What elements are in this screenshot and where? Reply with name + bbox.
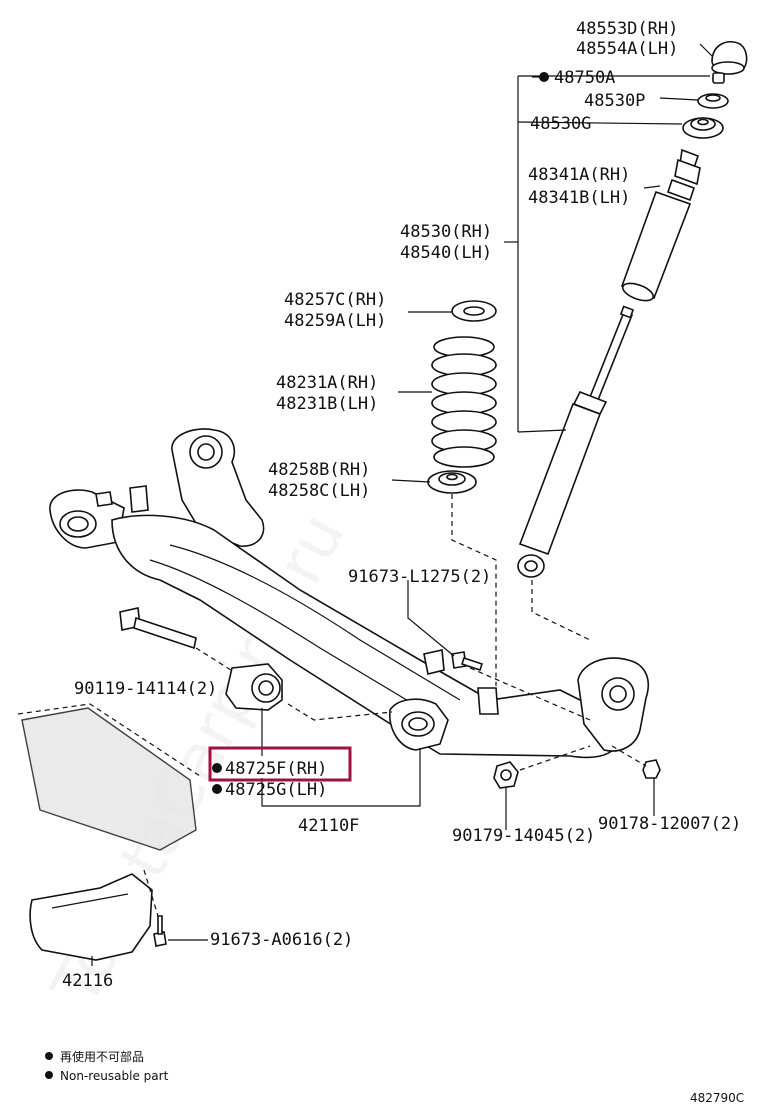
fasteners <box>119 607 661 947</box>
legend-dot <box>45 1052 53 1060</box>
legend-line-en: Non-reusable part <box>60 1069 169 1083</box>
leader-lines <box>91 43 713 966</box>
non-reusable-dot <box>539 72 549 82</box>
label-48554A: 48554A(LH) <box>576 39 678 59</box>
part-labels: 48553D(RH) 48554A(LH) 48750A 48530P 4853… <box>62 19 741 991</box>
legend: 再使用不可部品 Non-reusable part <box>45 1049 169 1083</box>
label-48258C: 48258C(LH) <box>268 481 370 501</box>
label-48725G: 48725G(LH) <box>225 780 327 800</box>
label-48530P: 48530P <box>584 91 645 111</box>
legend-line-jp: 再使用不可部品 <box>60 1049 144 1064</box>
label-48259A: 48259A(LH) <box>284 311 386 331</box>
label-91673-L1275: 91673-L1275(2) <box>348 567 491 587</box>
label-90119: 90119-14114(2) <box>74 679 217 699</box>
label-48553D: 48553D(RH) <box>576 19 678 39</box>
shock-absorber-assembly <box>517 40 748 578</box>
highlight-box <box>208 746 352 782</box>
label-48231B: 48231B(LH) <box>276 394 378 414</box>
coil-spring-assembly <box>427 300 497 494</box>
legend-dot <box>45 1071 53 1079</box>
label-48231A: 48231A(RH) <box>276 373 378 393</box>
label-91673-A0616: 91673-A0616(2) <box>210 930 353 950</box>
label-90179: 90179-14045(2) <box>452 826 595 846</box>
label-48750A: 48750A <box>554 68 615 88</box>
label-90178: 90178-12007(2) <box>598 814 741 834</box>
non-reusable-dot <box>212 784 222 794</box>
figure-code: 482790C <box>690 1091 744 1105</box>
label-48530G: 48530G <box>530 114 591 134</box>
label-48341A: 48341A(RH) <box>528 165 630 185</box>
label-48341B: 48341B(LH) <box>528 188 630 208</box>
label-48530: 48530(RH) <box>400 222 492 242</box>
label-48257C: 48257C(RH) <box>284 290 386 310</box>
shield-panel <box>17 703 201 961</box>
label-48725F: 48725F(RH) <box>225 759 327 779</box>
label-42116: 42116 <box>62 971 113 991</box>
rear-axle-beam <box>49 428 650 759</box>
label-42110F: 42110F <box>298 816 359 836</box>
label-48540: 48540(LH) <box>400 243 492 263</box>
label-48258B: 48258B(RH) <box>268 460 370 480</box>
non-reusable-dot <box>212 763 222 773</box>
